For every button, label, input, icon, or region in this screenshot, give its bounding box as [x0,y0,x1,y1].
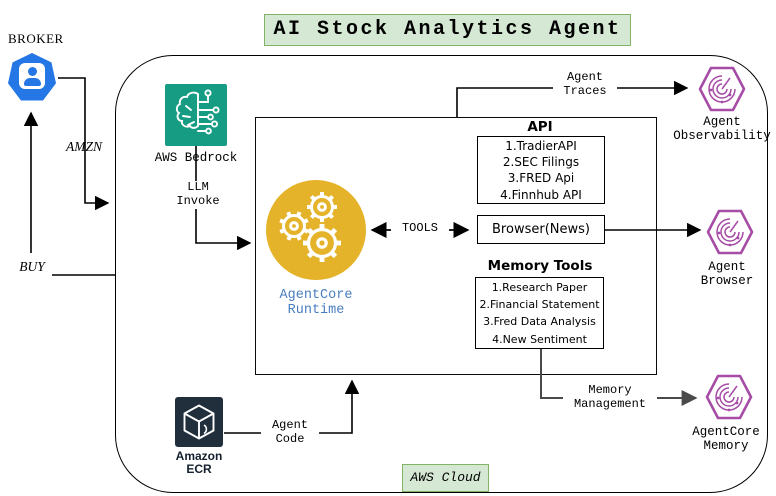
ecr-label-line2: ECR [186,462,212,476]
api-list-box: 1.TradierAPI 2.SEC Filings 3.FRED Api 4.… [477,136,605,204]
user-head [27,67,37,76]
aws-cloud-boundary [115,55,768,493]
agent-observability-label: Agent Observability [662,115,776,143]
aws-cloud-label: AWS Cloud [402,464,489,492]
memory-list-box: 1.Research Paper 2.Financial Statement 3… [475,277,604,349]
broker-user-icon [8,53,56,101]
memory-item: 1.Research Paper [491,281,588,294]
agentcore-memory-line2: Memory [703,438,749,453]
agent-observability-node [697,64,747,114]
agent-browser-line1: Agent [708,260,746,274]
bedrock-brain-icon [175,89,220,135]
browser-icon [706,209,754,255]
observability-icon [698,66,746,112]
tools-edge-label: TOOLS [391,221,449,237]
user-card [19,63,45,89]
memory-panel-title: Memory Tools [487,258,593,274]
memory-icon [705,374,753,420]
memory-item: 2.Financial Statement [479,298,600,312]
agent-observability-line2: Observability [673,128,771,143]
agent-browser-node [705,207,755,257]
runtime-label-line1: AgentCore [279,288,353,303]
memory-item: 3.Fred Data Analysis [483,315,596,329]
ecr-label-line1: Amazon [175,449,223,463]
ecr-container-icon [183,404,215,440]
page-title: AI Stock Analytics Agent [264,14,631,46]
agent-traces-line1: Agent [566,70,603,84]
api-item: 4.Finnhub API [500,187,582,202]
browser-news-box: Browser(News) [477,215,605,244]
agentcore-memory-label: AgentCore Memory [666,425,776,453]
api-item: 3.FRED Api [507,171,575,186]
user-body [23,77,41,86]
memory-item: 4.New Sentiment [492,332,587,346]
llm-invoke-label-1: LLM [178,180,218,195]
api-item: 1.TradierAPI [505,139,577,153]
llm-invoke-label-2: Invoke [168,194,228,209]
agentcore-runtime-node [266,180,366,280]
api-panel-title: API [527,119,553,135]
bedrock-icon [165,84,227,146]
agent-browser-label: Agent Browser [667,260,776,288]
memory-management-line1: Memory [588,383,632,397]
amzn-edge-label: AMZN [65,139,102,154]
agentcore-memory-node [704,372,754,422]
bedrock-label: AWS Bedrock [154,151,238,165]
buy-edge-label: BUY [19,259,45,274]
agent-code-line1: Agent [271,418,308,432]
runtime-label-line2: Runtime [287,303,345,318]
memory-management-label: Memory Management [563,383,657,411]
memory-management-line2: Management [573,396,646,411]
broker-label: BROKER [8,31,64,46]
ecr-icon [175,397,223,447]
agent-observability-line1: Agent [703,115,741,129]
ecr-label: Amazon ECR [165,450,233,476]
gears-icon [279,192,341,262]
agent-code-line2: Code [275,431,305,446]
agent-browser-line2: Browser [700,273,754,288]
agent-traces-label: Agent Traces [553,70,617,98]
api-item: 2.SEC Filings [502,155,580,170]
agentcore-memory-line1: AgentCore [692,425,760,439]
agent-traces-line2: Traces [563,83,607,98]
agent-code-label: Agent Code [261,418,319,446]
runtime-label: AgentCore Runtime [254,288,378,318]
